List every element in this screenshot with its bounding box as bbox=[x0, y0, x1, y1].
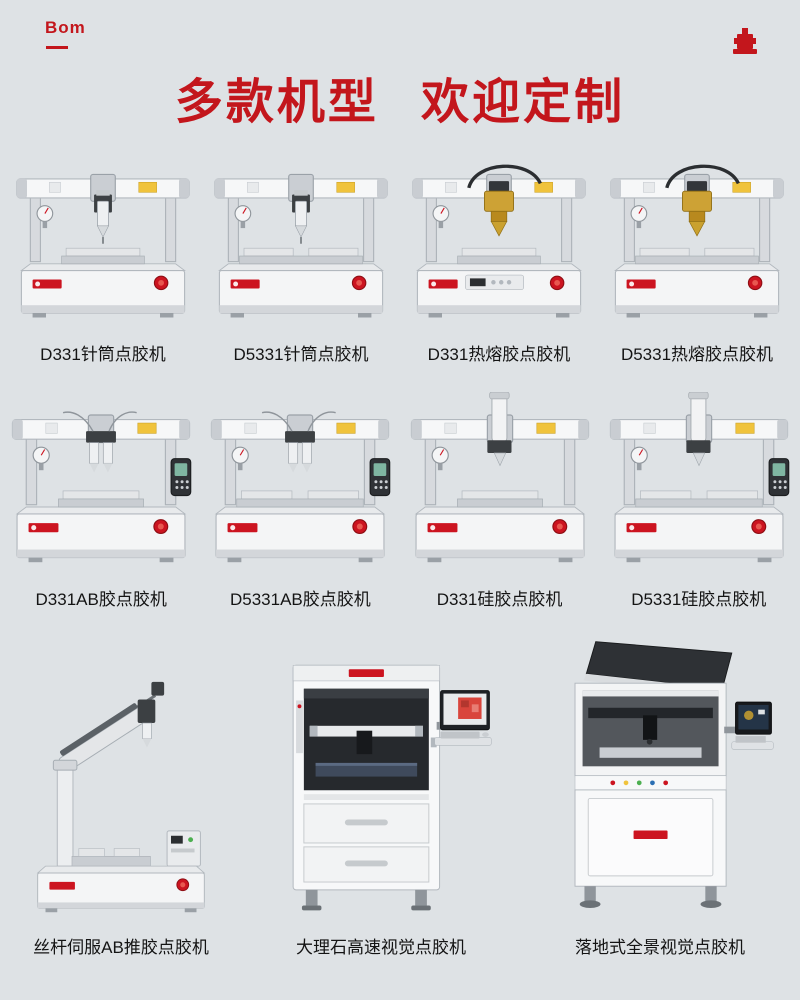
product-image-marble-vision bbox=[292, 664, 492, 911]
product-grid-row-1: D331针筒点胶机 D5331针筒点胶机 D331热熔胶点胶机 D5331热熔胶… bbox=[0, 152, 800, 365]
brand-text: Bom bbox=[45, 18, 86, 37]
product-image-d331-hotmelt bbox=[412, 164, 586, 331]
product-card: 大理石高速视觉点胶机 bbox=[265, 636, 497, 958]
product-name: D331针筒点胶机 bbox=[40, 345, 166, 364]
product-name: 大理石高速视觉点胶机 bbox=[296, 938, 466, 957]
product-card: 落地式全景视觉点胶机 bbox=[538, 636, 782, 958]
product-name: D5331AB胶点胶机 bbox=[229, 590, 371, 609]
product-card: 丝杆伺服AB推胶点胶机 bbox=[18, 636, 224, 958]
product-image-d5331-syringe bbox=[214, 173, 388, 331]
product-image-d5331-hotmelt bbox=[610, 164, 784, 331]
product-name: D5331硅胶点胶机 bbox=[631, 590, 767, 609]
product-grid-row-3: 丝杆伺服AB推胶点胶机 大理石高速视觉点胶机 落地式全景视觉点胶机 bbox=[0, 636, 800, 958]
page-title: 多款机型 欢迎定制 bbox=[174, 76, 626, 129]
product-image-d5331-ab bbox=[211, 411, 391, 576]
press-machine-icon bbox=[730, 22, 760, 61]
product-card: D331热熔胶点胶机 bbox=[404, 152, 594, 365]
product-card: D331AB胶点胶机 bbox=[3, 392, 199, 610]
product-name: D5331针筒点胶机 bbox=[233, 345, 369, 364]
product-card: D331针筒点胶机 bbox=[8, 152, 198, 365]
product-image-floor-panorama-vision bbox=[574, 641, 774, 909]
product-image-d331-syringe bbox=[16, 173, 190, 331]
product-image-d5331-silicone bbox=[609, 392, 790, 576]
product-image-d331-silicone bbox=[410, 392, 589, 576]
product-name: 落地式全景视觉点胶机 bbox=[575, 938, 745, 957]
product-card: D5331针筒点胶机 bbox=[206, 152, 396, 365]
product-image-d331-ab bbox=[12, 411, 192, 576]
product-card: D331硅胶点胶机 bbox=[402, 392, 598, 610]
product-card: D5331AB胶点胶机 bbox=[202, 392, 398, 610]
product-image-screw-servo-ab bbox=[36, 680, 206, 914]
product-grid-row-2: D331AB胶点胶机 D5331AB胶点胶机 D331硅胶点胶机 D5331硅胶… bbox=[0, 392, 800, 610]
brand-underline bbox=[46, 46, 68, 49]
product-card: D5331硅胶点胶机 bbox=[601, 392, 797, 610]
product-name: D331热熔胶点胶机 bbox=[427, 345, 571, 364]
product-name: D5331热熔胶点胶机 bbox=[620, 345, 774, 364]
product-name: D331硅胶点胶机 bbox=[436, 590, 563, 609]
product-card: D5331热熔胶点胶机 bbox=[602, 152, 792, 365]
product-name: D331AB胶点胶机 bbox=[35, 590, 167, 609]
product-name: 丝杆伺服AB推胶点胶机 bbox=[33, 938, 209, 957]
